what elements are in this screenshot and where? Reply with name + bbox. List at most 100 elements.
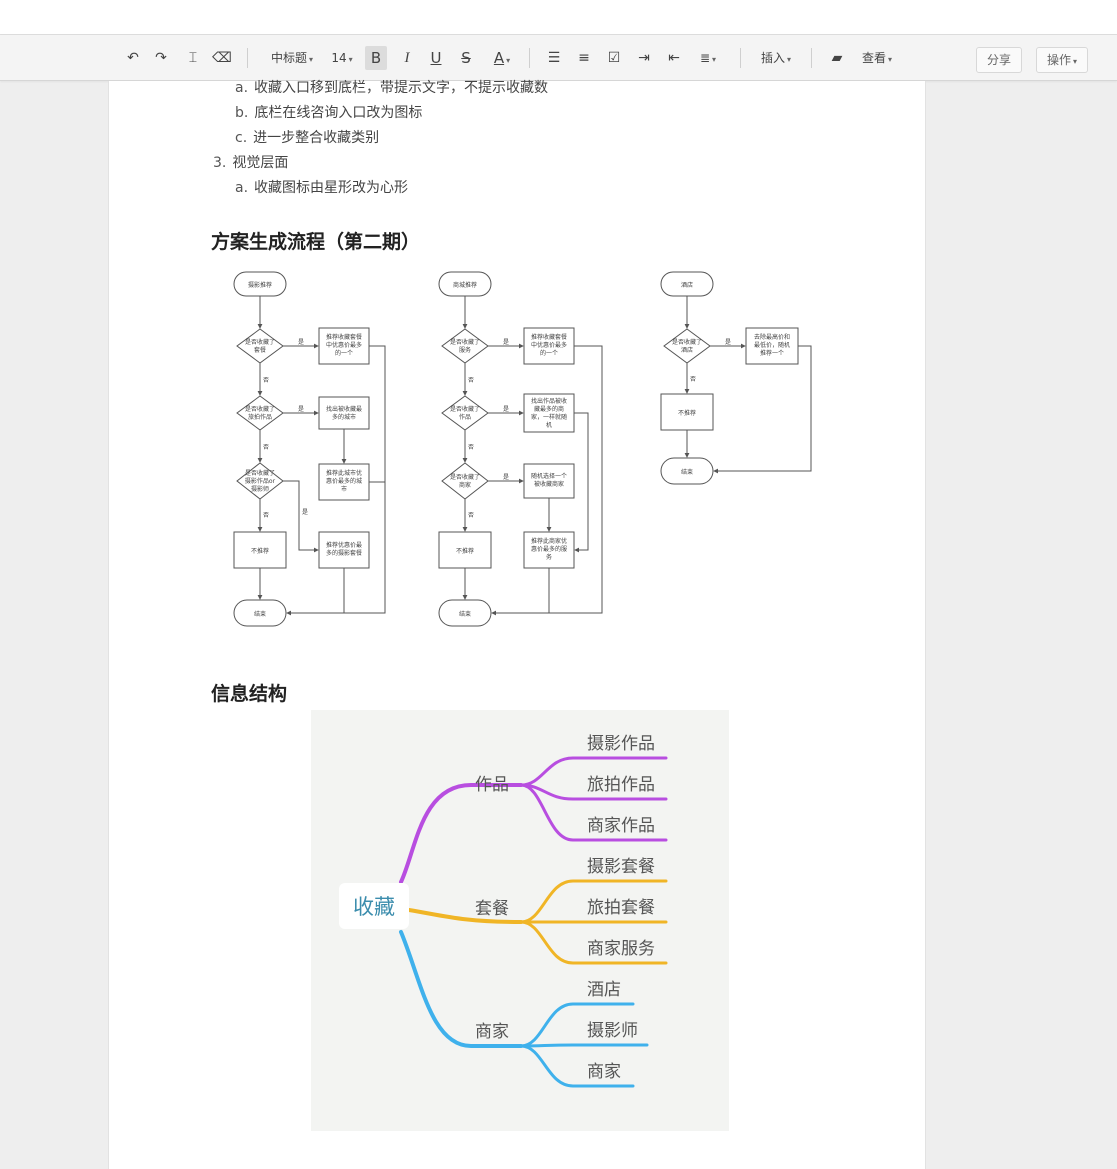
flow2-decision-2 (441, 395, 489, 431)
clear-format-icon[interactable]: ⌫ (212, 50, 232, 66)
actions-button[interactable]: 操作▾ (1036, 47, 1089, 73)
flow2-decision-3 (441, 462, 489, 500)
list-marker: a. (235, 80, 249, 96)
underline-button[interactable]: U (430, 49, 442, 67)
flow1-no-recommend (233, 531, 287, 569)
bullet-list-icon[interactable]: ≡ (578, 50, 590, 66)
share-button[interactable]: 分享 (976, 47, 1023, 73)
branch-line-works (399, 783, 523, 884)
yes-label: 是 (298, 339, 304, 346)
list-item: c.进一步整合收藏类别 (235, 127, 379, 147)
view-menu[interactable]: 查看▾ (855, 46, 899, 70)
toolbar-divider (811, 48, 812, 68)
mindmap-leaf-label: 旅拍作品 (587, 775, 655, 795)
mindmap-leaf-label: 摄影师 (587, 1021, 638, 1041)
bold-button[interactable]: B (365, 46, 387, 70)
yes-label: 是 (503, 406, 509, 413)
info-structure-heading: 信息结构 (211, 683, 288, 705)
mindmap-root-label: 收藏 (353, 895, 395, 919)
flow2-end-node (438, 599, 492, 627)
font-size-dropdown[interactable]: 14▾ (326, 46, 358, 70)
flow-2: 商城推荐 是否收藏了服务 是 推荐收藏套餐中优惠价最多的一个 否 是否收藏了作品… (438, 271, 603, 627)
indent-icon[interactable]: ⇥ (638, 50, 650, 66)
list-item: a. 收藏入口移到底栏，带提示文字，不提示收藏数 (235, 77, 548, 97)
flow1-process-4-label: 推荐优惠价最多的摄影套餐 (326, 541, 362, 557)
mindmap-leaf-label: 摄影套餐 (587, 857, 655, 877)
flow2-start-label: 商城推荐 (453, 281, 477, 289)
chevron-down-icon: ▾ (712, 55, 717, 64)
leaf-line (519, 783, 668, 842)
mindmap-leaf-label: 酒店 (587, 980, 621, 1000)
mindmap-branch-label: 作品 (475, 775, 509, 795)
list-item: b.底栏在线咨询入口改为图标 (235, 102, 422, 122)
flow1-no-recommend-label: 不推荐 (251, 547, 269, 555)
editor-toolbar: ↶ ↷ ⌶ ⌫ 中标题▾ 14▾ B I U S A▾ ☰ ≡ ☑ ⇥ ⇤ ≣▾… (0, 35, 1117, 81)
flow-section-heading: 方案生成流程（第二期） (211, 231, 421, 253)
mindmap-leaf-label: 商家服务 (587, 939, 655, 959)
yes-label: 是 (298, 406, 304, 413)
flow-3: 酒店 是否收藏了酒店 是 去除最高价和最低价，随机推荐一个 否 不推荐 结束 (660, 271, 812, 485)
insert-menu[interactable]: 插入▾ (754, 46, 798, 70)
mindmap-leaf-label: 摄影作品 (587, 734, 655, 754)
flow2-decision-1 (441, 328, 489, 364)
flow3-process-1-label: 去除最高价和最低价，随机推荐一个 (754, 333, 790, 357)
flow3-end-node (660, 457, 714, 485)
checklist-icon[interactable]: ☑ (607, 50, 621, 66)
outdent-icon[interactable]: ⇤ (668, 50, 680, 66)
list-marker: a. (235, 180, 249, 196)
chevron-down-icon: ▾ (506, 56, 511, 65)
strikethrough-button[interactable]: S (461, 49, 471, 67)
flow1-process-2-label: 找出被收藏最多的城市 (326, 405, 362, 421)
insert-label: 插入 (760, 51, 785, 65)
list-item-text: 收藏入口移到底栏，带提示文字，不提示收藏数 (254, 80, 549, 96)
list-item: a. 收藏图标由星形改为心形 (235, 177, 408, 197)
yes-label: 是 (503, 339, 509, 346)
yes-label: 是 (503, 474, 509, 481)
flow1-process-1-label: 推荐收藏套餐中优惠价最多的一个 (326, 333, 362, 357)
font-color-dropdown[interactable]: A▾ (487, 46, 517, 70)
flow1-start-label: 摄影推荐 (248, 281, 272, 289)
heading-style-dropdown[interactable]: 中标题▾ (264, 46, 320, 70)
comment-icon[interactable]: ▰ (831, 50, 843, 66)
list-item-text: 收藏图标由星形改为心形 (254, 180, 409, 196)
list-item-text: 进一步整合收藏类别 (253, 130, 380, 146)
no-label: 否 (468, 444, 474, 451)
format-painter-icon[interactable]: ⌶ (188, 50, 198, 66)
align-left-icon: ≣ (699, 51, 711, 65)
flow3-decision-1 (663, 328, 711, 364)
ordered-list-icon[interactable]: ☰ (547, 50, 561, 66)
flow1-end-node (233, 599, 287, 627)
document-page[interactable]: a. 收藏入口移到底栏，带提示文字，不提示收藏数 b.底栏在线咨询入口改为图标 c… (108, 80, 926, 1169)
leaf-line (519, 1044, 635, 1088)
no-label: 否 (468, 377, 474, 384)
flow1-process-4 (318, 531, 370, 569)
italic-button[interactable]: I (404, 50, 410, 66)
flow2-process-3 (523, 463, 575, 499)
mindmap-leaf-label: 旅拍套餐 (587, 898, 655, 918)
align-dropdown[interactable]: ≣▾ (693, 46, 723, 70)
list-item-text: 底栏在线咨询入口改为图标 (254, 105, 423, 121)
undo-icon[interactable]: ↶ (127, 50, 139, 66)
mindmap-diagram: 收藏 作品 套餐 商家 摄影作品 旅拍作品 商家作品 摄影套餐 旅拍套餐 商家服… (339, 734, 668, 1088)
flow1-decision-1-label: 是否收藏了套餐 (245, 338, 275, 354)
chevron-down-icon: ▾ (348, 55, 353, 64)
flow2-decision-2-label: 是否收藏了作品 (450, 405, 480, 421)
flow1-end-label: 结束 (254, 610, 266, 618)
view-label: 查看 (861, 51, 886, 65)
flow1-process-3-label: 推荐此城市优惠价最多的城市 (326, 469, 362, 493)
flow1-decision-2 (236, 395, 284, 431)
leaf-line (519, 1043, 649, 1048)
leaf-line (519, 920, 668, 965)
no-label: 否 (468, 512, 474, 519)
flow3-no-recommend (660, 393, 714, 431)
branch-line-packages (407, 908, 523, 924)
flow2-decision-1-label: 是否收藏了服务 (450, 338, 480, 354)
mindmap-branch-label: 套餐 (475, 899, 509, 919)
no-label: 否 (263, 512, 269, 519)
heading-style-value: 中标题 (270, 51, 307, 65)
chevron-down-icon: ▾ (309, 55, 314, 64)
chevron-down-icon: ▾ (888, 55, 893, 64)
redo-icon[interactable]: ↷ (155, 50, 167, 66)
mindmap-leaf-label: 商家作品 (587, 816, 655, 836)
